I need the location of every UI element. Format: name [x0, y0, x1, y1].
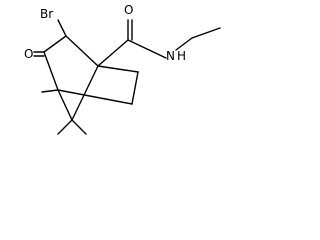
chemical-structure-diagram: Br O O N H	[24, 3, 221, 135]
amide-hydrogen-label: H	[177, 49, 186, 63]
bond-carbonyl-n	[127, 39, 167, 59]
bond-c5-c6	[131, 71, 139, 105]
bond-c4-c5	[97, 65, 139, 73]
ketone-oxygen-label: O	[24, 47, 33, 61]
bond-ethyl-ch2-ch3	[191, 27, 221, 39]
amide-oxygen-label: O	[124, 3, 133, 17]
bond-c1-c7	[57, 89, 73, 121]
bond-c2-c3	[43, 35, 67, 53]
bond-c2-c1	[43, 51, 59, 91]
bond-c6-c1	[57, 89, 133, 105]
bond-c1-methyl	[41, 89, 59, 93]
bond-c7-methyl-right	[71, 119, 87, 135]
bond-c3-c4	[65, 35, 99, 67]
bromine-label: Br	[40, 7, 53, 21]
bond-c3-br	[57, 19, 67, 37]
bond-n-ethyl-ch2	[175, 37, 193, 51]
bond-c4-carbonyl	[97, 39, 129, 67]
amide-nitrogen-label: N	[166, 49, 175, 63]
bond-c7-methyl-left	[57, 119, 73, 135]
bond-c4-c7	[71, 65, 99, 121]
